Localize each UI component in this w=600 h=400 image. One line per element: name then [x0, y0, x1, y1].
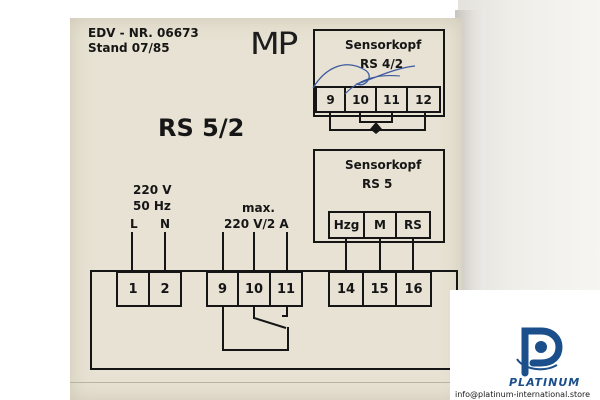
sensor-2-title: Sensorkopf	[345, 158, 422, 172]
device-label-panel	[70, 18, 462, 400]
wire	[253, 307, 255, 319]
terminal-1: 1	[116, 271, 150, 307]
sensor-1-terminal-12: 12	[406, 86, 441, 113]
neutral-n-label: N	[160, 217, 171, 231]
terminal-15: 15	[362, 271, 397, 307]
wire	[222, 307, 224, 350]
sensor-2-terminal-m: M	[363, 211, 397, 239]
stand-date: Stand 07/85	[88, 41, 170, 55]
sensor-1-title: Sensorkopf	[345, 38, 422, 52]
wire	[424, 122, 426, 130]
sensor-2-terminal-rs: RS	[395, 211, 431, 239]
wire	[424, 113, 426, 122]
wire	[412, 239, 414, 271]
model-label: RS 5/2	[158, 114, 245, 142]
wire	[253, 232, 255, 271]
wire	[329, 113, 331, 122]
sensor-2-terminal-hzg: Hzg	[328, 211, 365, 239]
thermistor-symbol	[370, 122, 382, 134]
wire	[222, 232, 224, 271]
wire	[345, 239, 347, 271]
terminal-9: 9	[206, 271, 239, 307]
terminal-14: 14	[328, 271, 364, 307]
terminal-2: 2	[148, 271, 182, 307]
wire	[164, 232, 166, 271]
wire	[379, 239, 381, 271]
mp-logo: MP	[250, 27, 298, 62]
sensor-box-rs42	[313, 29, 445, 117]
blue-pen-scribble	[312, 64, 416, 95]
platinum-logo-icon	[516, 327, 563, 377]
line-l-label: L	[130, 217, 138, 231]
wire	[131, 232, 133, 271]
wire	[329, 122, 331, 130]
watermark-url: info@platinum-international.store	[455, 390, 591, 399]
wire	[287, 327, 289, 351]
voltage-label: 220 V	[133, 183, 172, 197]
edv-number: EDV - NR. 06673	[88, 26, 199, 40]
wire	[359, 113, 361, 122]
terminal-16: 16	[395, 271, 432, 307]
relay-max-label: max.	[242, 201, 275, 215]
panel-bottom-edge	[70, 382, 462, 383]
wire	[286, 307, 288, 317]
wire	[286, 232, 288, 271]
relay-contact-symbol	[253, 315, 288, 329]
sensor-2-subtitle: RS 5	[362, 177, 393, 191]
watermark-brand: PLATINUM	[509, 376, 581, 389]
frequency-label: 50 Hz	[133, 199, 171, 213]
wire	[391, 113, 393, 122]
terminal-11: 11	[269, 271, 303, 307]
terminal-10: 10	[237, 271, 271, 307]
sensor-1-subtitle: RS 4/2	[360, 57, 404, 71]
relay-rating-label: 220 V/2 A	[224, 217, 289, 231]
wire	[222, 349, 289, 351]
